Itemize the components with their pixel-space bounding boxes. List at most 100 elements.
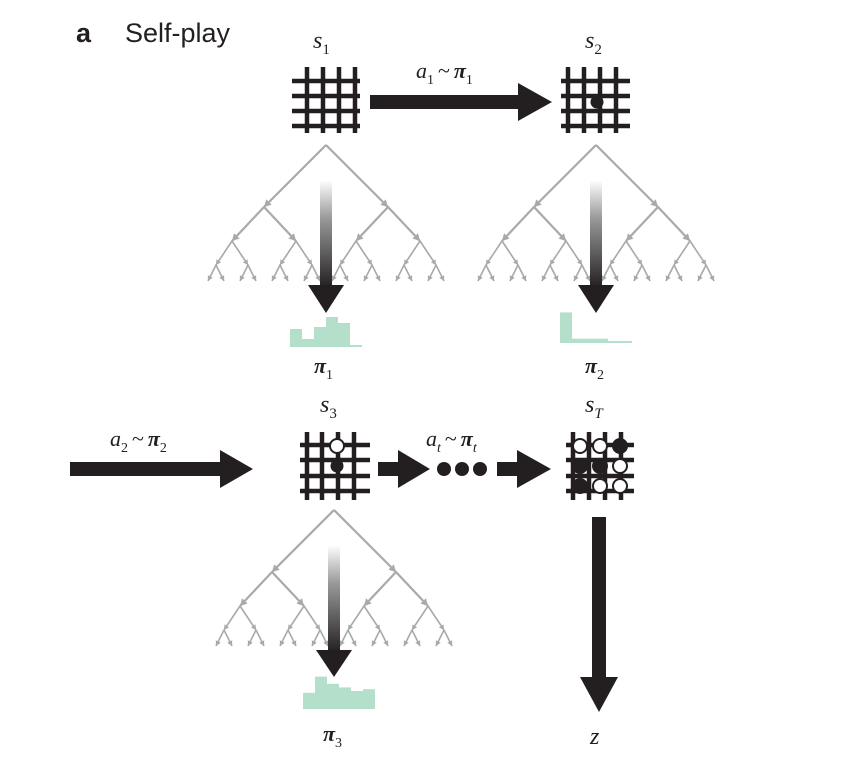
tree-arrowhead <box>613 275 619 281</box>
tree-arrowhead <box>351 640 357 646</box>
tree-arrowhead <box>700 259 706 265</box>
state-label-s2: s2 <box>585 28 602 58</box>
tree-edge <box>595 144 659 208</box>
mcts-arrow-1 <box>308 180 344 313</box>
tree-arrowhead <box>288 624 294 630</box>
tree-arrowhead <box>697 275 703 281</box>
tree-arrowhead <box>541 275 547 281</box>
policy-label-1: π1 <box>314 353 333 383</box>
tree-arrowhead <box>259 640 265 646</box>
tree-arrowhead <box>366 259 372 265</box>
tree-arrowhead <box>430 259 436 265</box>
tree-arrowhead <box>239 275 245 281</box>
tree-arrowhead <box>215 640 221 646</box>
tree-arrowhead <box>407 275 413 281</box>
policy-bar <box>339 687 351 709</box>
action-label-t: at~πt <box>426 426 478 456</box>
tree-arrowhead <box>339 640 345 646</box>
tree-edge <box>239 571 273 607</box>
tree-edge <box>263 144 327 208</box>
tree-arrowhead <box>380 199 388 207</box>
tree-arrowhead <box>636 259 642 265</box>
tree-arrowhead <box>240 598 248 606</box>
policy-bar <box>350 345 362 347</box>
tree-arrowhead <box>674 259 680 265</box>
tree-arrowhead <box>340 259 346 265</box>
arrow-s1-to-s2 <box>370 83 552 121</box>
tree-arrowhead <box>264 199 272 207</box>
tree-edge <box>625 206 659 242</box>
tree-arrowhead <box>331 275 337 281</box>
tree-edge <box>657 206 691 242</box>
tree-arrowhead <box>412 233 420 241</box>
tree-arrowhead <box>356 233 364 241</box>
tree-arrowhead <box>280 259 286 265</box>
tree-arrowhead <box>435 640 441 646</box>
policy-bar <box>560 312 572 343</box>
tree-edge <box>271 509 335 573</box>
board-s1 <box>292 67 360 133</box>
tree-arrowhead <box>626 233 634 241</box>
state-label-sT: sT <box>585 392 604 422</box>
tree-arrowhead <box>283 275 289 281</box>
tree-arrowhead <box>420 598 428 606</box>
tree-arrowhead <box>677 275 683 281</box>
tree-arrowhead <box>348 624 354 630</box>
tree-arrowhead <box>601 275 607 281</box>
tree-arrowhead <box>288 233 296 241</box>
tree-arrowhead <box>553 275 559 281</box>
policy-bar <box>572 338 584 343</box>
tree-arrowhead <box>709 275 715 281</box>
policy-bar <box>315 676 327 709</box>
policy-bar <box>326 317 338 347</box>
search-tree-s1 <box>207 144 445 282</box>
policy-bar <box>338 323 350 347</box>
tree-arrowhead <box>271 275 277 281</box>
panel-letter: a <box>76 18 92 48</box>
policy-histogram-3 <box>303 676 375 709</box>
tree-edge <box>533 144 597 208</box>
policy-bar <box>596 338 608 343</box>
tree-arrowhead <box>272 564 280 572</box>
tree-arrowhead <box>224 624 230 630</box>
tree-arrowhead <box>306 259 312 265</box>
mcts-arrow-3 <box>316 545 352 677</box>
outcome-label: z <box>589 724 600 750</box>
tree-arrowhead <box>477 275 483 281</box>
tree-arrowhead <box>610 259 616 265</box>
tree-arrowhead <box>438 624 444 630</box>
tree-arrowhead <box>512 259 518 265</box>
tree-arrowhead <box>375 275 381 281</box>
arrow-into-s3 <box>70 450 253 488</box>
tree-arrowhead <box>242 259 248 265</box>
tree-arrowhead <box>682 233 690 241</box>
tree-arrowhead <box>509 275 515 281</box>
tree-arrowhead <box>250 624 256 630</box>
action-label-1: a1~π1 <box>416 58 473 88</box>
tree-arrowhead <box>412 624 418 630</box>
tree-edge <box>263 206 297 242</box>
tree-edge <box>231 206 265 242</box>
policy-histogram-2 <box>560 312 632 343</box>
tree-arrowhead <box>314 624 320 630</box>
tree-edge <box>395 571 429 607</box>
tree-arrowhead <box>439 275 445 281</box>
tree-arrowhead <box>207 275 213 281</box>
tree-arrowhead <box>521 275 527 281</box>
outcome-arrow <box>580 517 618 712</box>
tree-arrowhead <box>665 275 671 281</box>
tree-arrowhead <box>363 275 369 281</box>
tree-arrowhead <box>291 640 297 646</box>
tree-arrowhead <box>247 640 253 646</box>
tree-arrowhead <box>489 275 495 281</box>
tree-arrowhead <box>573 275 579 281</box>
tree-arrowhead <box>311 640 317 646</box>
tree-arrowhead <box>388 564 396 572</box>
tree-arrowhead <box>364 598 372 606</box>
tree-arrowhead <box>374 624 380 630</box>
tree-edge <box>333 509 397 573</box>
tree-arrowhead <box>303 275 309 281</box>
policy-histogram-1 <box>290 317 362 347</box>
